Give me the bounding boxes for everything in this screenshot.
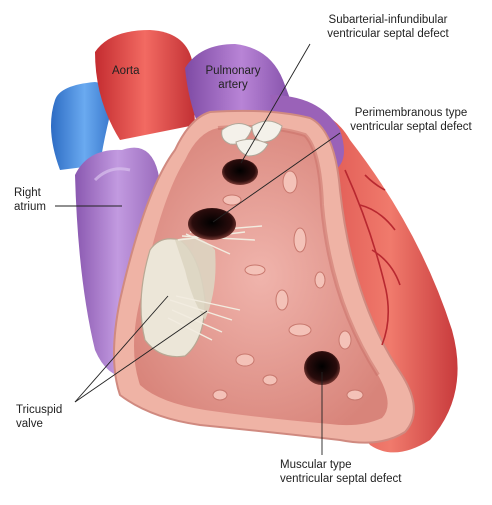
muscular-vsd-label: Muscular type ventricular septal defect — [280, 459, 402, 485]
pulmonary-artery-vessel — [185, 44, 298, 130]
pulmonary-artery-label: Pulmonary artery — [205, 65, 261, 91]
subarterial-vsd-label: Subarterial-infundibular ventricular sep… — [327, 14, 449, 40]
trabeculae — [212, 170, 364, 401]
superior-vena-cava — [51, 82, 118, 170]
coronary-vessels — [344, 169, 401, 346]
muscular-defect-hole — [304, 351, 340, 385]
aorta-label: Aorta — [112, 65, 140, 77]
perimembranous-vsd-label: Perimembranous type ventricular septal d… — [350, 107, 472, 133]
aorta-vessel — [95, 30, 195, 140]
right-atrium-label: Right atrium — [14, 187, 46, 213]
ventricle-cavity — [134, 126, 388, 426]
tricuspid-valve-label: Tricuspid valve — [16, 404, 63, 430]
subarterial-defect-hole — [222, 159, 258, 185]
leader-lines — [55, 43, 341, 455]
pulmonary-valve-cusps — [221, 120, 283, 157]
perimembranous-defect-hole — [188, 208, 236, 240]
